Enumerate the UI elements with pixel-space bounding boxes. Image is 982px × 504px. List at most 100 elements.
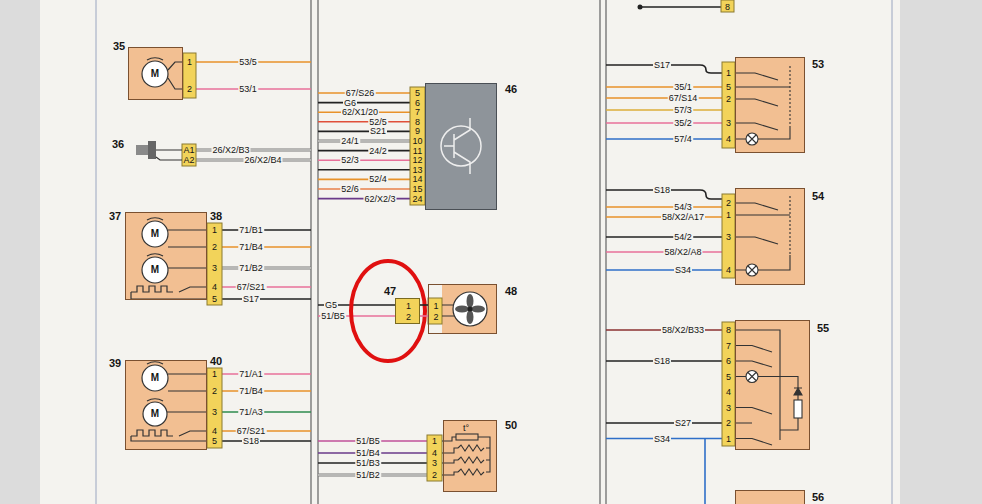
motor-symbol <box>131 286 207 299</box>
wire-label: 71/B4 <box>238 243 264 252</box>
wire-label: 58/X2/A17 <box>661 213 705 222</box>
sensor-symbol <box>156 150 182 160</box>
wire-label: 26/X2/B3 <box>211 146 250 155</box>
pin-number: 7 <box>415 108 420 117</box>
wire <box>222 390 311 392</box>
wire-label: 57/3 <box>673 106 693 115</box>
pin-number: 2 <box>212 387 217 396</box>
switch-box: 55 <box>735 320 810 450</box>
wire-label: 53/5 <box>238 58 258 67</box>
pin-number: 8 <box>415 117 420 126</box>
pin-number: 6 <box>415 98 420 107</box>
wire-label: 67/S21 <box>236 427 267 436</box>
motor-symbol <box>131 58 207 441</box>
heater-symbol <box>442 434 490 475</box>
wire-label: 51/B4 <box>355 449 381 458</box>
wire-label: 51/B5 <box>355 437 381 446</box>
pin-number: 3 <box>726 233 731 242</box>
wire-label: 71/A3 <box>238 408 264 417</box>
pin-number: 24 <box>412 194 422 203</box>
switch-symbol <box>735 128 790 139</box>
transistor-symbol <box>444 118 470 174</box>
connector-strip <box>207 368 222 448</box>
wire <box>222 246 311 248</box>
wire-label: 67/S26 <box>345 89 376 98</box>
connector-strip <box>428 298 442 324</box>
pin-number: 7 <box>726 341 731 350</box>
switch-symbol <box>789 196 790 255</box>
motor-symbol <box>147 399 163 401</box>
wire <box>606 86 722 88</box>
wire-label: 57/4 <box>673 135 693 144</box>
connector-strip <box>207 223 222 305</box>
switch-box: 54 <box>735 188 805 285</box>
pin-number: 9 <box>415 127 420 136</box>
switch-symbol <box>735 255 790 270</box>
wire-label: 51/B3 <box>355 459 381 468</box>
wire-label: 52/5 <box>368 117 388 126</box>
wire <box>318 131 410 133</box>
pin-number: 1 <box>433 302 438 311</box>
switch-symbol <box>735 346 772 446</box>
pin-number: 1 <box>726 434 731 443</box>
wire-label: 58/X2/B33 <box>661 326 705 335</box>
wire-label: 62/X1/20 <box>341 108 379 117</box>
motor-symbol <box>167 374 207 412</box>
motor-symbol <box>143 402 167 426</box>
component-fill <box>125 47 810 504</box>
component-fill <box>125 212 207 300</box>
wire <box>606 109 722 111</box>
frame-line <box>96 0 97 504</box>
pin-number: 4 <box>212 283 217 292</box>
wire-label: 71/B2 <box>238 264 264 273</box>
wire-label: 52/4 <box>368 175 388 184</box>
fan-symbol <box>442 292 487 326</box>
pin-number: 1 <box>726 211 731 220</box>
component-fill <box>735 320 810 450</box>
white-wire <box>222 267 311 270</box>
wire <box>318 102 410 104</box>
connector-strip <box>427 435 442 481</box>
motor-letter: M <box>151 373 159 383</box>
pin-number: 1 <box>187 58 192 67</box>
motor-symbol <box>147 362 163 364</box>
wire <box>640 6 721 8</box>
wire <box>606 138 722 140</box>
wire <box>196 7 722 504</box>
switch-symbol <box>794 388 802 395</box>
wire-label: S27 <box>674 419 692 428</box>
wire-label: S18 <box>653 186 671 195</box>
wire <box>318 121 410 123</box>
switch-symbol <box>789 66 790 128</box>
component-fill <box>735 57 805 153</box>
wire-bundle <box>310 0 311 504</box>
component-fill <box>128 47 183 100</box>
pin-number: 4 <box>726 135 731 144</box>
wire-label: G6 <box>343 98 357 107</box>
component-fill <box>735 188 805 285</box>
connector-strip <box>722 62 735 148</box>
wire-label: 24/2 <box>368 146 388 155</box>
motor-symbol <box>142 365 168 391</box>
motor-letter: M <box>151 229 159 239</box>
wire-label: 67/S21 <box>236 283 267 292</box>
switch-symbol <box>748 266 756 274</box>
frame-line <box>892 0 893 504</box>
pin-number: 12 <box>412 156 422 165</box>
sensor-symbol <box>136 141 182 160</box>
connector-strip <box>183 53 196 98</box>
pin-number: A1 <box>183 146 194 155</box>
pin-number: 10 <box>412 137 422 146</box>
switch-symbol <box>755 73 778 130</box>
wire-label: 35/2 <box>673 119 693 128</box>
switch-symbol <box>780 377 802 431</box>
pin-number: 3 <box>726 119 731 128</box>
wire-label: S18 <box>653 357 671 366</box>
switch-symbol <box>794 400 802 418</box>
connector-block: 4712 <box>395 298 420 324</box>
heater-symbol <box>442 448 458 475</box>
component-number: 55 <box>817 323 829 334</box>
wire <box>704 439 706 504</box>
white-wire <box>318 140 410 141</box>
wire-label: 35/1 <box>673 83 693 92</box>
